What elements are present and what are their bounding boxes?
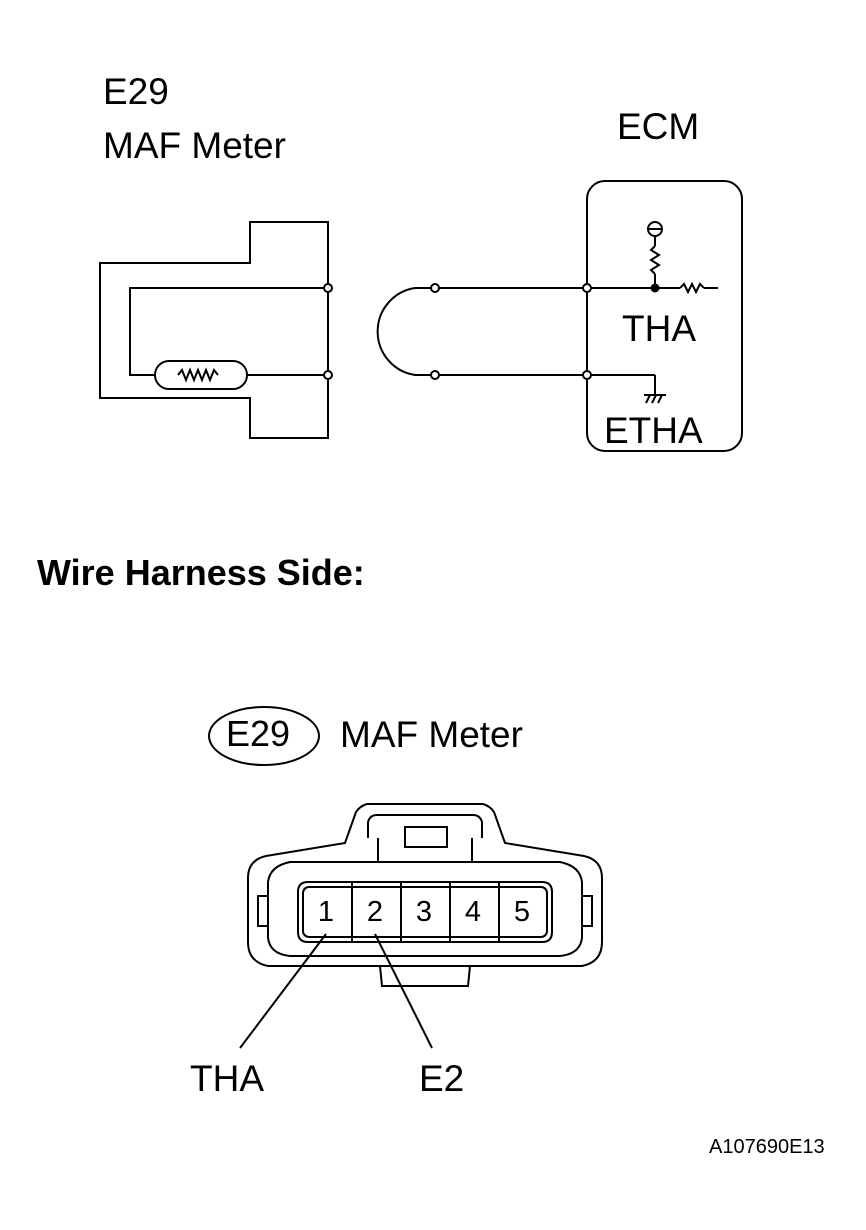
figure-id: A107690E13 [709, 1136, 825, 1158]
leader-line-pin1 [239, 933, 327, 1049]
connector-outer-body [247, 803, 603, 967]
ecm-terminal-tha [582, 283, 592, 293]
connector-code-ellipse [208, 706, 320, 766]
connector-lock-inner [404, 826, 448, 848]
harness-loop [376, 287, 435, 376]
ecm-box [586, 180, 743, 452]
section-title: Wire Harness Side: [37, 552, 365, 593]
side-key-right [581, 895, 593, 927]
pullup-resistor [649, 245, 661, 275]
pin-number-3: 3 [415, 896, 433, 928]
ecm-terminal-label-etha: ETHA [604, 410, 703, 451]
ecm-terminal-label-tha: THA [622, 308, 696, 349]
ground-hatch-1 [645, 394, 651, 404]
leader-line-pin2 [374, 933, 433, 1049]
component-code: E29 [103, 71, 169, 112]
pin-number-4: 4 [464, 896, 482, 928]
maf-internal-wire-top [129, 287, 328, 376]
connector-name: MAF Meter [340, 714, 523, 755]
ground-hatch-2 [651, 394, 657, 404]
pin-number-5: 5 [513, 896, 531, 928]
connector-lock-tab [367, 814, 483, 838]
pin-number-2: 2 [366, 896, 384, 928]
side-key-left [257, 895, 269, 927]
connector-code: E29 [226, 713, 291, 754]
sensor-resistor-symbol [177, 367, 219, 383]
maf-meter-housing [99, 221, 329, 439]
harness-terminal-2 [430, 370, 440, 380]
maf-terminal-1 [323, 283, 333, 293]
ecm-tha-resistor [679, 281, 705, 295]
maf-terminal-2 [323, 370, 333, 380]
pin-cavity-inner [302, 886, 548, 938]
pin-label-e2: E2 [419, 1058, 465, 1099]
component-name: MAF Meter [103, 125, 286, 166]
bottom-key [379, 965, 471, 987]
harness-terminal-1 [430, 283, 440, 293]
pin-cavity-block [297, 881, 553, 943]
connector-inner-body [267, 861, 583, 957]
pin-number-1: 1 [317, 896, 335, 928]
pin-label-tha: THA [190, 1058, 264, 1099]
ground-hatch-3 [657, 394, 663, 404]
ecm-terminal-etha [582, 370, 592, 380]
ecm-label: ECM [617, 106, 700, 147]
intake-air-temp-sensor [154, 360, 248, 390]
